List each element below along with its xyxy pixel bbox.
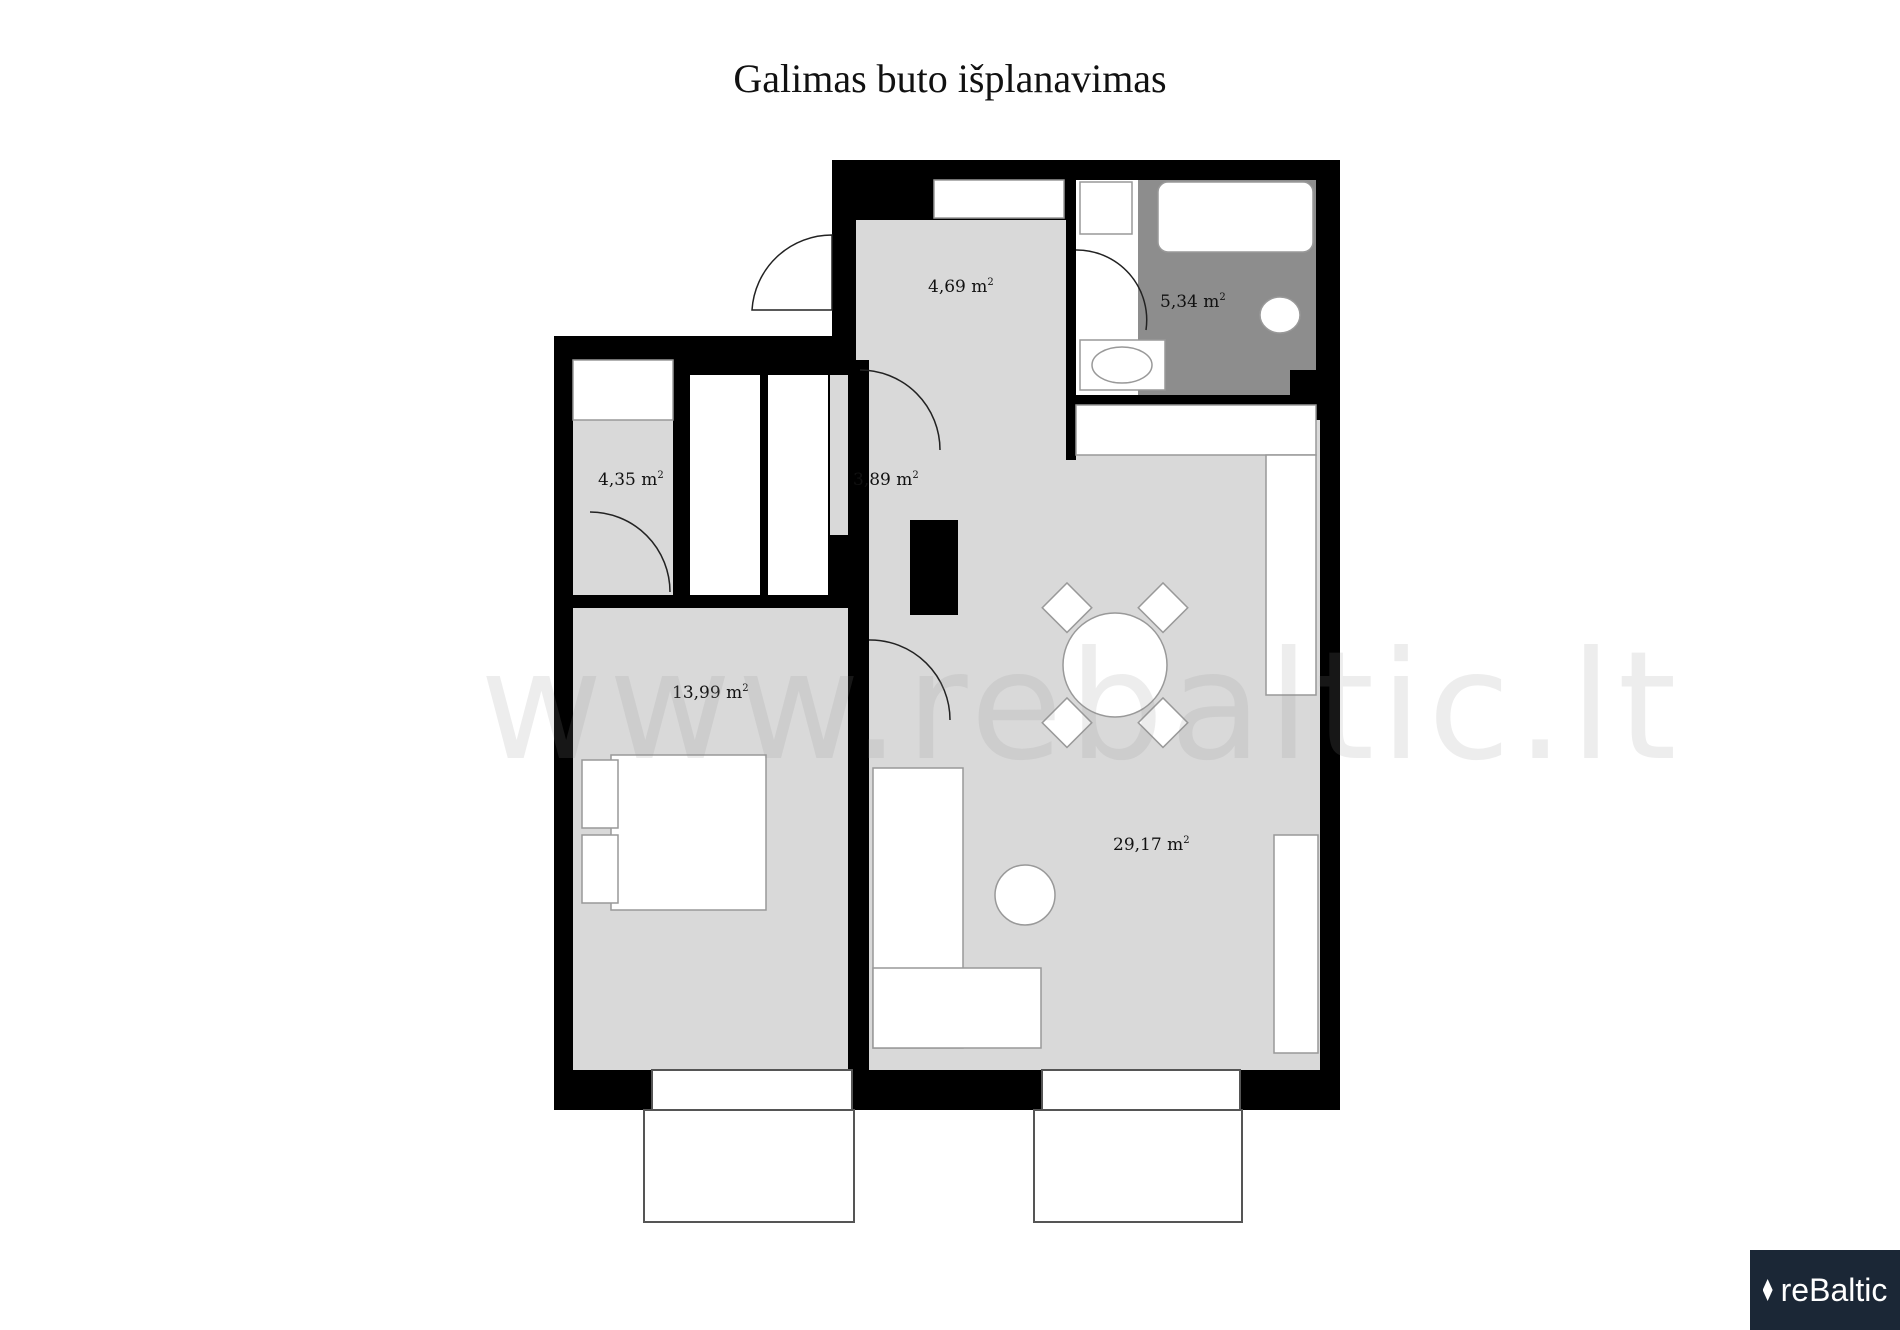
brand-name: reBaltic (1780, 1271, 1888, 1308)
kitchen-counter-side (1265, 454, 1317, 696)
pillow-2 (581, 834, 619, 904)
bed (610, 754, 767, 911)
area-labels: 4,69 m2 5,34 m2 4,35 m2 3,89 m2 13,99 m2… (598, 277, 1226, 855)
area-bedroom: 13,99 m2 (672, 683, 749, 703)
tv-stand (1273, 834, 1319, 1054)
bathtub (1157, 181, 1314, 253)
dining-table (1062, 612, 1168, 718)
plan-title: Galimas buto išplanavimas (733, 56, 1167, 101)
interior-walls (573, 180, 1316, 1070)
area-storage-left: 4,35 m2 (598, 470, 664, 490)
sofa-chaise (872, 967, 1042, 1049)
area-living: 29,17 m2 (1113, 835, 1190, 855)
pillow-1 (581, 759, 619, 829)
area-bath: 5,34 m2 (1160, 292, 1226, 312)
area-storage-mid: 3,89 m2 (853, 470, 919, 490)
watermark: www.rebaltic.lt (480, 620, 1683, 794)
coffee-table (994, 864, 1056, 926)
wardrobe-hall (933, 179, 1065, 219)
doors (589, 234, 1148, 721)
balconies (643, 1069, 1243, 1223)
area-hall: 4,69 m2 (928, 277, 994, 297)
brand-logo[interactable]: reBaltic (1750, 1250, 1900, 1330)
washing-machine (1079, 181, 1133, 235)
furniture (572, 179, 1319, 1054)
toilet (1259, 296, 1301, 334)
closet-floor-1 (690, 375, 760, 595)
diamond-icon (1762, 1279, 1773, 1301)
corridor-floor-2 (958, 375, 1068, 615)
closet-floor-2 (768, 375, 828, 595)
wardrobe-left (572, 359, 674, 421)
kitchen-counter (1075, 404, 1317, 456)
